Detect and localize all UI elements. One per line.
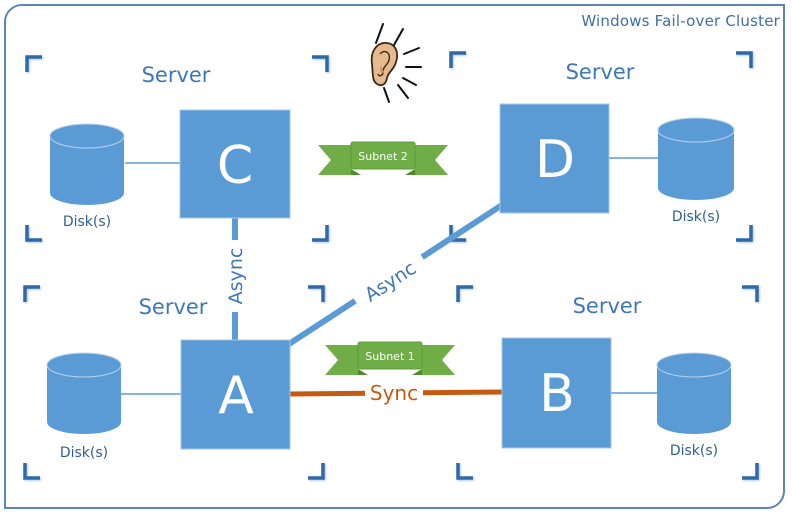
link-a-b-label: Sync [370,381,418,405]
server-d-letter: D [535,130,575,190]
server-b-label: Server [573,294,642,318]
disk-c-body [50,136,124,205]
disk-a-body [47,365,121,434]
disk-d[interactable] [657,117,735,200]
bracket-c-br [312,225,329,242]
disk-d-body [658,130,734,200]
ribbon-right-fold [412,369,422,375]
disk-a[interactable] [46,352,122,434]
cluster-title: Windows Fail-over Cluster [581,12,780,30]
disk-d-top [657,117,735,143]
ribbon-center [357,341,423,370]
ribbon-left-fold [351,169,361,175]
bracket-a-bl [23,463,40,480]
disk-c[interactable] [49,123,125,205]
bracket-b-tr [742,285,759,302]
bracket-d-br [736,225,753,242]
bracket-a-tl [23,285,40,302]
subnet-2-ribbon: Subnet 2 [318,141,448,175]
disk-a-top [46,352,122,378]
link-a-c-label: Async [225,248,247,305]
server-a-letter: A [218,366,254,426]
disk-a-label: Disk(s) [60,445,108,461]
ribbon-right-tail [415,145,448,175]
links: Async Async Sync [121,157,658,405]
bracket-d-tr [736,51,753,68]
link-a-d-label-gap [349,249,431,313]
disk-b-body [657,365,731,434]
bracket-c-bl [25,225,42,242]
server-b-group: Server B Disk(s) [501,294,732,459]
cluster-frame [4,4,785,509]
subnet-2-label: Subnet 2 [358,150,407,163]
server-a-label: Server [139,295,208,319]
disk-c-top [49,123,125,149]
ribbon-left-fold [358,369,368,375]
disk-b-top [656,352,732,378]
server-d-label: Server [566,60,635,84]
link-a-d-label: Async [361,257,420,306]
link-a-b-label-gap [365,380,423,404]
server-c-letter: C [217,136,253,196]
server-c-label: Server [142,63,211,87]
ribbon-left-tail [325,345,358,375]
ribbon-right-fold [405,169,415,175]
disk-b-label: Disk(s) [670,443,718,459]
server-c-node[interactable] [179,109,291,219]
server-a-group: Server A Disk(s) [46,295,291,461]
ear-icon [370,23,422,103]
ribbon-center [350,141,416,170]
disk-b[interactable] [656,352,732,434]
server-b-letter: B [539,364,575,424]
server-d-node[interactable] [499,103,610,214]
server-b-node[interactable] [501,337,612,449]
ribbon-right-tail [422,345,455,375]
bracket-c-tl [25,55,42,72]
bracket-d-tl [449,51,466,68]
server-a-node[interactable] [180,339,291,450]
disk-c-label: Disk(s) [63,214,111,230]
disk-d-label: Disk(s) [672,209,720,225]
quadrant-brackets [23,51,759,480]
bracket-b-tl [456,285,473,302]
bracket-b-br [742,463,759,480]
bracket-a-br [308,463,325,480]
ribbon-left-tail [318,145,351,175]
subnet-1-label: Subnet 1 [365,350,414,363]
bracket-c-tr [312,55,329,72]
server-c-group: Server C Disk(s) [49,63,291,230]
bracket-a-tr [308,285,325,302]
link-a-c-label-gap [225,240,245,312]
bracket-b-bl [456,463,473,480]
server-d-group: Server D Disk(s) [499,60,735,225]
subnet-1-ribbon: Subnet 1 [325,341,455,375]
